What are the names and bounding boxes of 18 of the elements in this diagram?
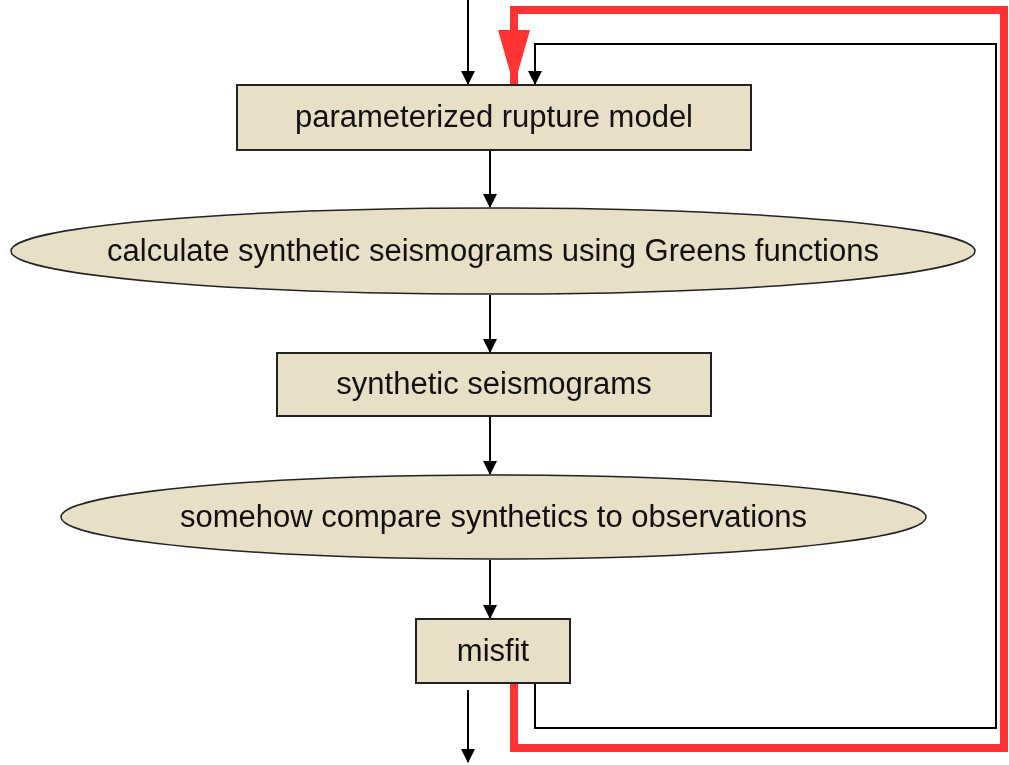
arrow	[483, 416, 497, 475]
process-ellipse	[10, 207, 976, 295]
process-box	[276, 352, 712, 417]
node-label: misfit	[456, 631, 530, 670]
arrow	[528, 43, 997, 729]
node-label: calculate synthetic seismograms using Greens functions	[107, 231, 879, 270]
node-label: somehow compare synthetics to observations	[179, 497, 808, 536]
arrow	[461, 689, 475, 763]
process-ellipse	[60, 474, 927, 560]
node-label: synthetic seismograms	[336, 365, 652, 404]
node-label: parameterized rupture model	[294, 98, 693, 137]
arrow	[461, 0, 475, 85]
arrow	[483, 150, 497, 208]
process-box	[415, 618, 571, 684]
arrow	[483, 294, 497, 353]
arrow	[483, 559, 497, 619]
arrow	[498, 6, 1008, 752]
process-box	[236, 84, 752, 151]
